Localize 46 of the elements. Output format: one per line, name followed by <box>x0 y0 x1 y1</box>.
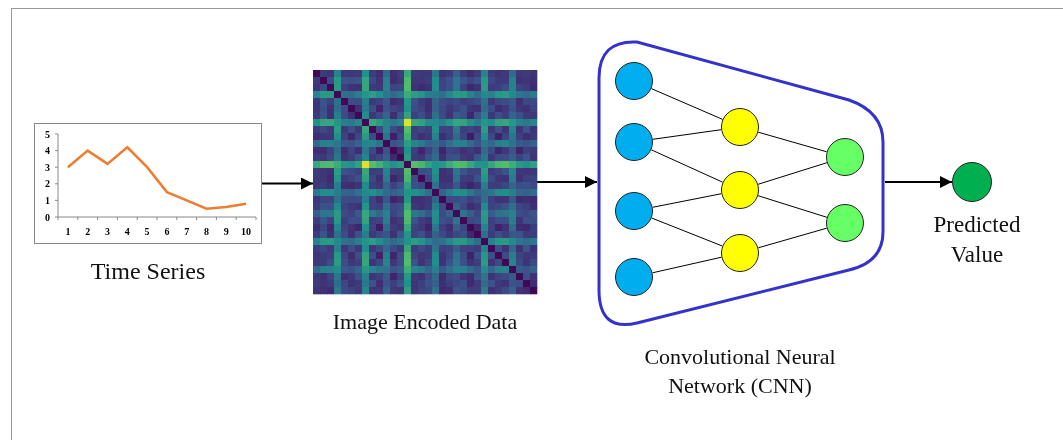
y-tick-label: 2 <box>45 178 50 190</box>
caption-text: Time Series <box>89 257 207 286</box>
neuron-circle <box>615 192 653 230</box>
heatmap-image <box>313 70 537 294</box>
x-tick-label: 10 <box>241 226 252 237</box>
neural-network-panel <box>597 38 885 326</box>
arrow <box>536 176 598 188</box>
x-tick-label: 9 <box>223 226 229 237</box>
neuron-circle <box>826 204 864 242</box>
y-tick-label: 4 <box>45 145 50 157</box>
x-tick-label: 8 <box>204 226 209 237</box>
arrow <box>261 177 314 190</box>
neuron-circle <box>615 123 653 161</box>
connection-line <box>652 256 722 274</box>
connection-line <box>757 227 828 249</box>
x-tick-label: 5 <box>144 226 150 237</box>
y-tick-label: 3 <box>45 161 50 173</box>
arrow <box>884 176 953 188</box>
x-tick-label: 7 <box>184 226 190 237</box>
connection-line <box>757 162 828 185</box>
line-chart <box>34 123 262 244</box>
connection-line <box>652 193 722 208</box>
caption-text: Image Encoded Data <box>331 308 519 336</box>
x-tick-label: 3 <box>105 226 110 237</box>
x-tick-label: 2 <box>85 226 91 237</box>
x-tick-label: 6 <box>164 226 170 237</box>
output-circle <box>952 162 992 202</box>
neuron-circle <box>615 258 653 296</box>
connection-line <box>650 88 724 120</box>
neuron-circle <box>826 138 864 176</box>
connection-line <box>652 129 722 140</box>
caption-text: Convolutional Neural Network (CNN) <box>643 343 837 400</box>
connection-line <box>651 217 723 247</box>
y-tick-label: 1 <box>45 194 50 206</box>
x-tick-label: 4 <box>124 226 130 237</box>
y-tick-label: 0 <box>45 211 50 223</box>
neuron-circle <box>721 171 759 209</box>
y-tick-label: 5 <box>45 128 50 140</box>
connection-line <box>757 195 828 218</box>
caption-text: Predicted Value <box>932 211 1022 269</box>
neuron-circle <box>721 234 759 272</box>
x-tick-label: 1 <box>65 226 71 237</box>
neuron-circle <box>721 108 759 146</box>
connection-line <box>650 149 724 183</box>
neuron-circle <box>615 62 653 100</box>
connection-line <box>757 131 828 153</box>
